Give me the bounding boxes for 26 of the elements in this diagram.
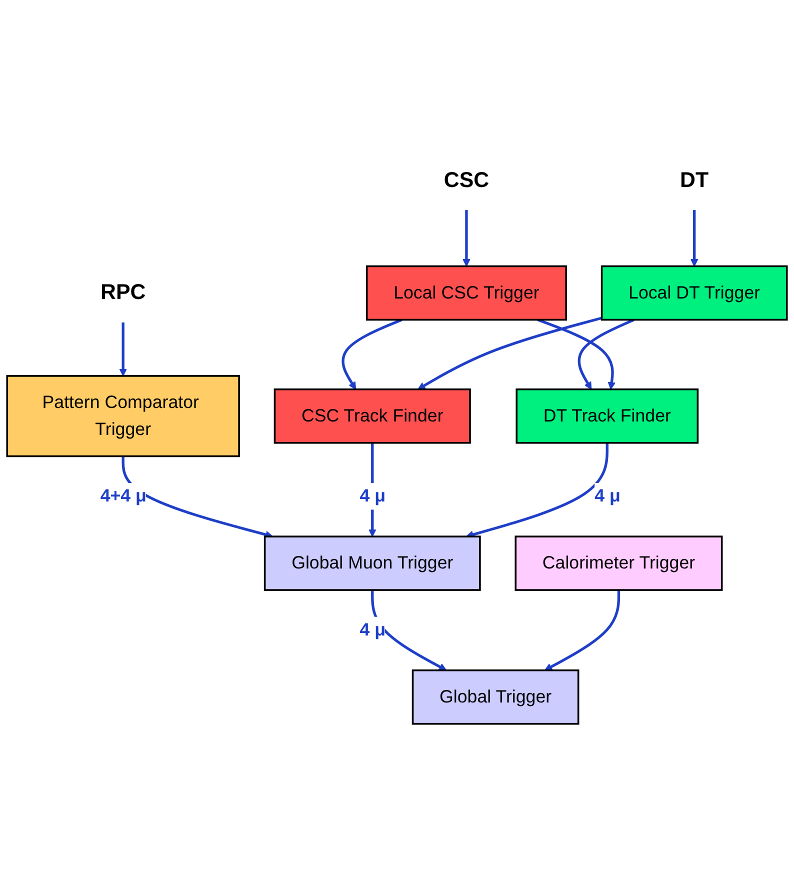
arrow	[119, 322, 128, 376]
edge-label: 4+4 μ	[100, 486, 146, 506]
arrow	[690, 210, 698, 267]
edge-label: 4 μ	[594, 486, 620, 506]
node-box: Pattern Comparator Trigger	[6, 375, 240, 458]
node-box: Global Muon Trigger	[264, 536, 481, 591]
arrow	[418, 316, 602, 390]
node-box: Local DT Trigger	[600, 265, 788, 321]
node-text: CSC	[444, 168, 490, 192]
edge-label: 4 μ	[360, 620, 386, 640]
arrow	[342, 318, 402, 390]
arrow	[537, 318, 616, 390]
arrow	[466, 442, 608, 538]
arrow	[371, 590, 447, 671]
node-text: DT	[680, 168, 709, 192]
node-box: DT Track Finder	[516, 388, 699, 444]
arrow	[462, 210, 470, 267]
edge-label: 4 μ	[360, 486, 386, 506]
node-box: CSC Track Finder	[274, 388, 471, 444]
node-box: Global Trigger	[412, 669, 580, 725]
node-box: Calorimeter Trigger	[514, 536, 723, 591]
arrow	[122, 456, 274, 538]
node-text: RPC	[100, 280, 146, 305]
node-box: Local CSC Trigger	[366, 265, 567, 321]
arrow	[544, 590, 620, 671]
arrow	[578, 318, 635, 390]
